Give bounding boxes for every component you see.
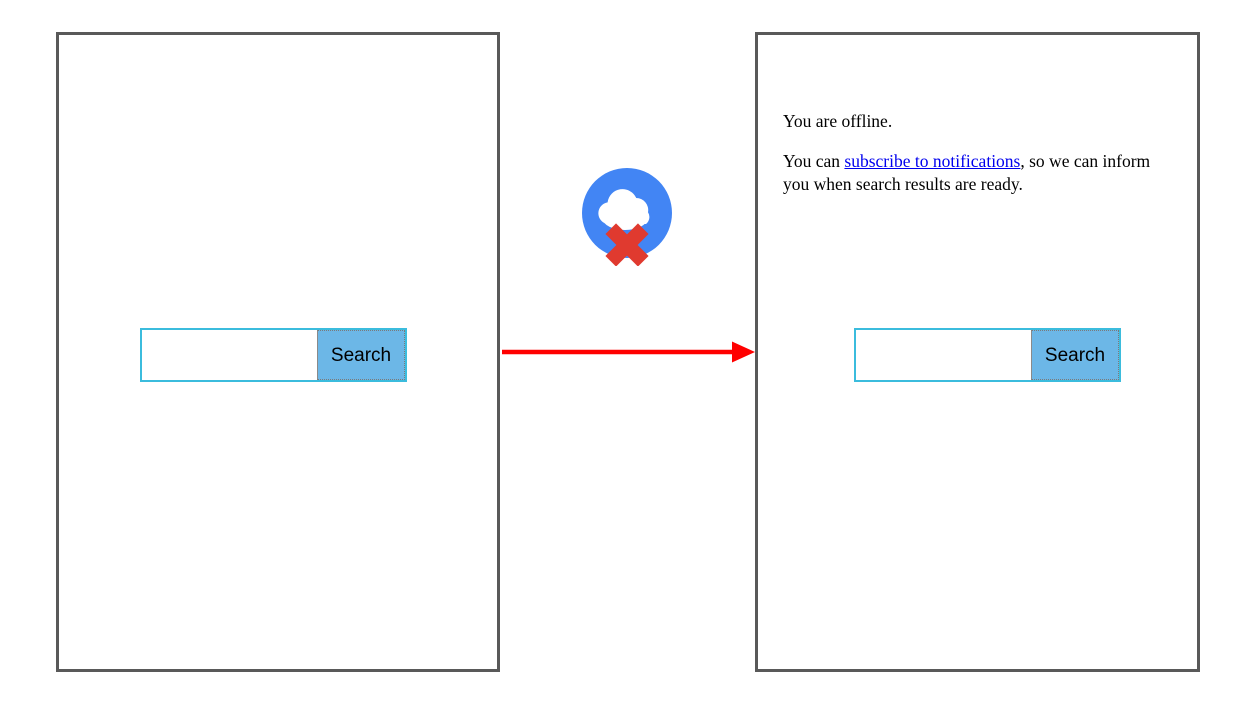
phone-panel-after: You are offline. You can subscribe to no…: [755, 32, 1200, 672]
cross-mark: [605, 223, 649, 266]
subscribe-line-suffix: , so we can inform you when search resul…: [783, 151, 1151, 195]
offline-message-block: You are offline. You can subscribe to no…: [783, 110, 1173, 196]
offline-subscribe-line: You can subscribe to notifications, so w…: [783, 150, 1173, 196]
search-input[interactable]: [856, 330, 1031, 380]
offline-cloud-icon: [578, 168, 676, 266]
subscribe-to-notifications-link[interactable]: subscribe to notifications: [844, 151, 1021, 172]
offline-status-line: You are offline.: [783, 111, 893, 131]
search-widget[interactable]: Search: [854, 328, 1121, 382]
transition-arrow: [500, 338, 758, 366]
search-button[interactable]: Search: [1031, 330, 1119, 380]
search-widget[interactable]: Search: [140, 328, 407, 382]
subscribe-line-prefix: You can: [783, 151, 845, 172]
search-button[interactable]: Search: [317, 330, 405, 380]
search-input[interactable]: [142, 330, 317, 380]
phone-panel-before: Search: [56, 32, 500, 672]
